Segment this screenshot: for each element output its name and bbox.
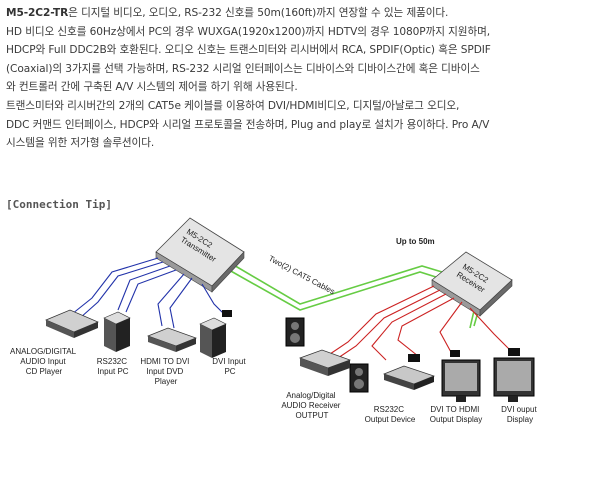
output-wires bbox=[329, 285, 511, 361]
connection-diagram: M5-2C2 Transmitter M5-2C2 Receiver Two(2… bbox=[10, 217, 539, 424]
connector-icon bbox=[450, 350, 460, 357]
connector-icon bbox=[222, 310, 232, 317]
tx-device-1-label: ANALOG/DIGITAL AUDIO Input CD Player bbox=[10, 347, 78, 376]
speaker-icon bbox=[285, 317, 369, 393]
desc-line-2: HD 비디오 신호를 60Hz상에서 PC의 경우 WUXGA(1920x120… bbox=[6, 25, 491, 38]
desc-line-6: 트랜스미터와 리시버간의 2개의 CAT5e 케이블를 이용하여 DVI/HDM… bbox=[6, 99, 460, 112]
connection-tip-title: [Connection Tip] bbox=[6, 198, 112, 211]
pc-tower-icon bbox=[103, 311, 131, 352]
product-description: M5-2C2-TR은 디지털 비디오, 오디오, RS-232 신호를 50m(… bbox=[6, 4, 586, 153]
transmitter-box: M5-2C2 Transmitter bbox=[155, 217, 245, 293]
rx-device-3-label: DVI TO HDMI Output Display bbox=[430, 405, 482, 424]
connector-icon bbox=[408, 354, 420, 362]
tx-device-2-label: RS232C Input PC bbox=[97, 357, 129, 376]
rx-device-2-label: RS232C Output Device bbox=[365, 405, 416, 424]
desc-line-3: HDCP와 Full DDC2B와 호환된다. 오디오 신호는 트랜스미터와 리… bbox=[6, 44, 491, 57]
rx-device-4-label: DVI ouput Display bbox=[501, 405, 539, 424]
dvd-player-icon bbox=[147, 327, 197, 352]
hdmi-display-icon bbox=[441, 350, 481, 402]
desc-line-4: (Coaxial)의 3가지를 선택 가능하며, RS-232 시리얼 인터페이… bbox=[6, 62, 480, 75]
desc-line-7: DDC 커맨드 인터페이스, HDCP와 시리얼 프로토콜을 전송하며, Plu… bbox=[6, 118, 490, 131]
tx-device-4-label: DVI Input PC bbox=[212, 357, 248, 376]
input-wires bbox=[71, 257, 225, 329]
input-pc-icon bbox=[199, 310, 232, 358]
connector-icon bbox=[508, 348, 520, 356]
model-name: M5-2C2-TR bbox=[6, 7, 69, 19]
desc-line-1: M5-2C2-TR은 디지털 비디오, 오디오, RS-232 신호를 50m(… bbox=[6, 7, 449, 19]
output-device-icon bbox=[382, 354, 436, 390]
audio-receiver-icon bbox=[298, 349, 352, 376]
rx-device-1-label: Analog/Digital AUDIO Receiver OUTPUT bbox=[281, 391, 342, 420]
receiver-box: M5-2C2 Receiver bbox=[431, 251, 513, 317]
tx-device-3-label: HDMI TO DVI Input DVD Player bbox=[140, 357, 191, 386]
desc-line-8: 시스템을 위한 저가형 솔루션이다. bbox=[6, 137, 155, 150]
desc-line-5: 와 컨트롤러 간에 구축된 A/V 시스템의 제어를 하기 위해 사용된다. bbox=[6, 81, 298, 94]
cd-player-icon bbox=[45, 309, 99, 338]
dvi-display-icon bbox=[493, 348, 535, 402]
distance-label: Up to 50m bbox=[396, 237, 435, 246]
